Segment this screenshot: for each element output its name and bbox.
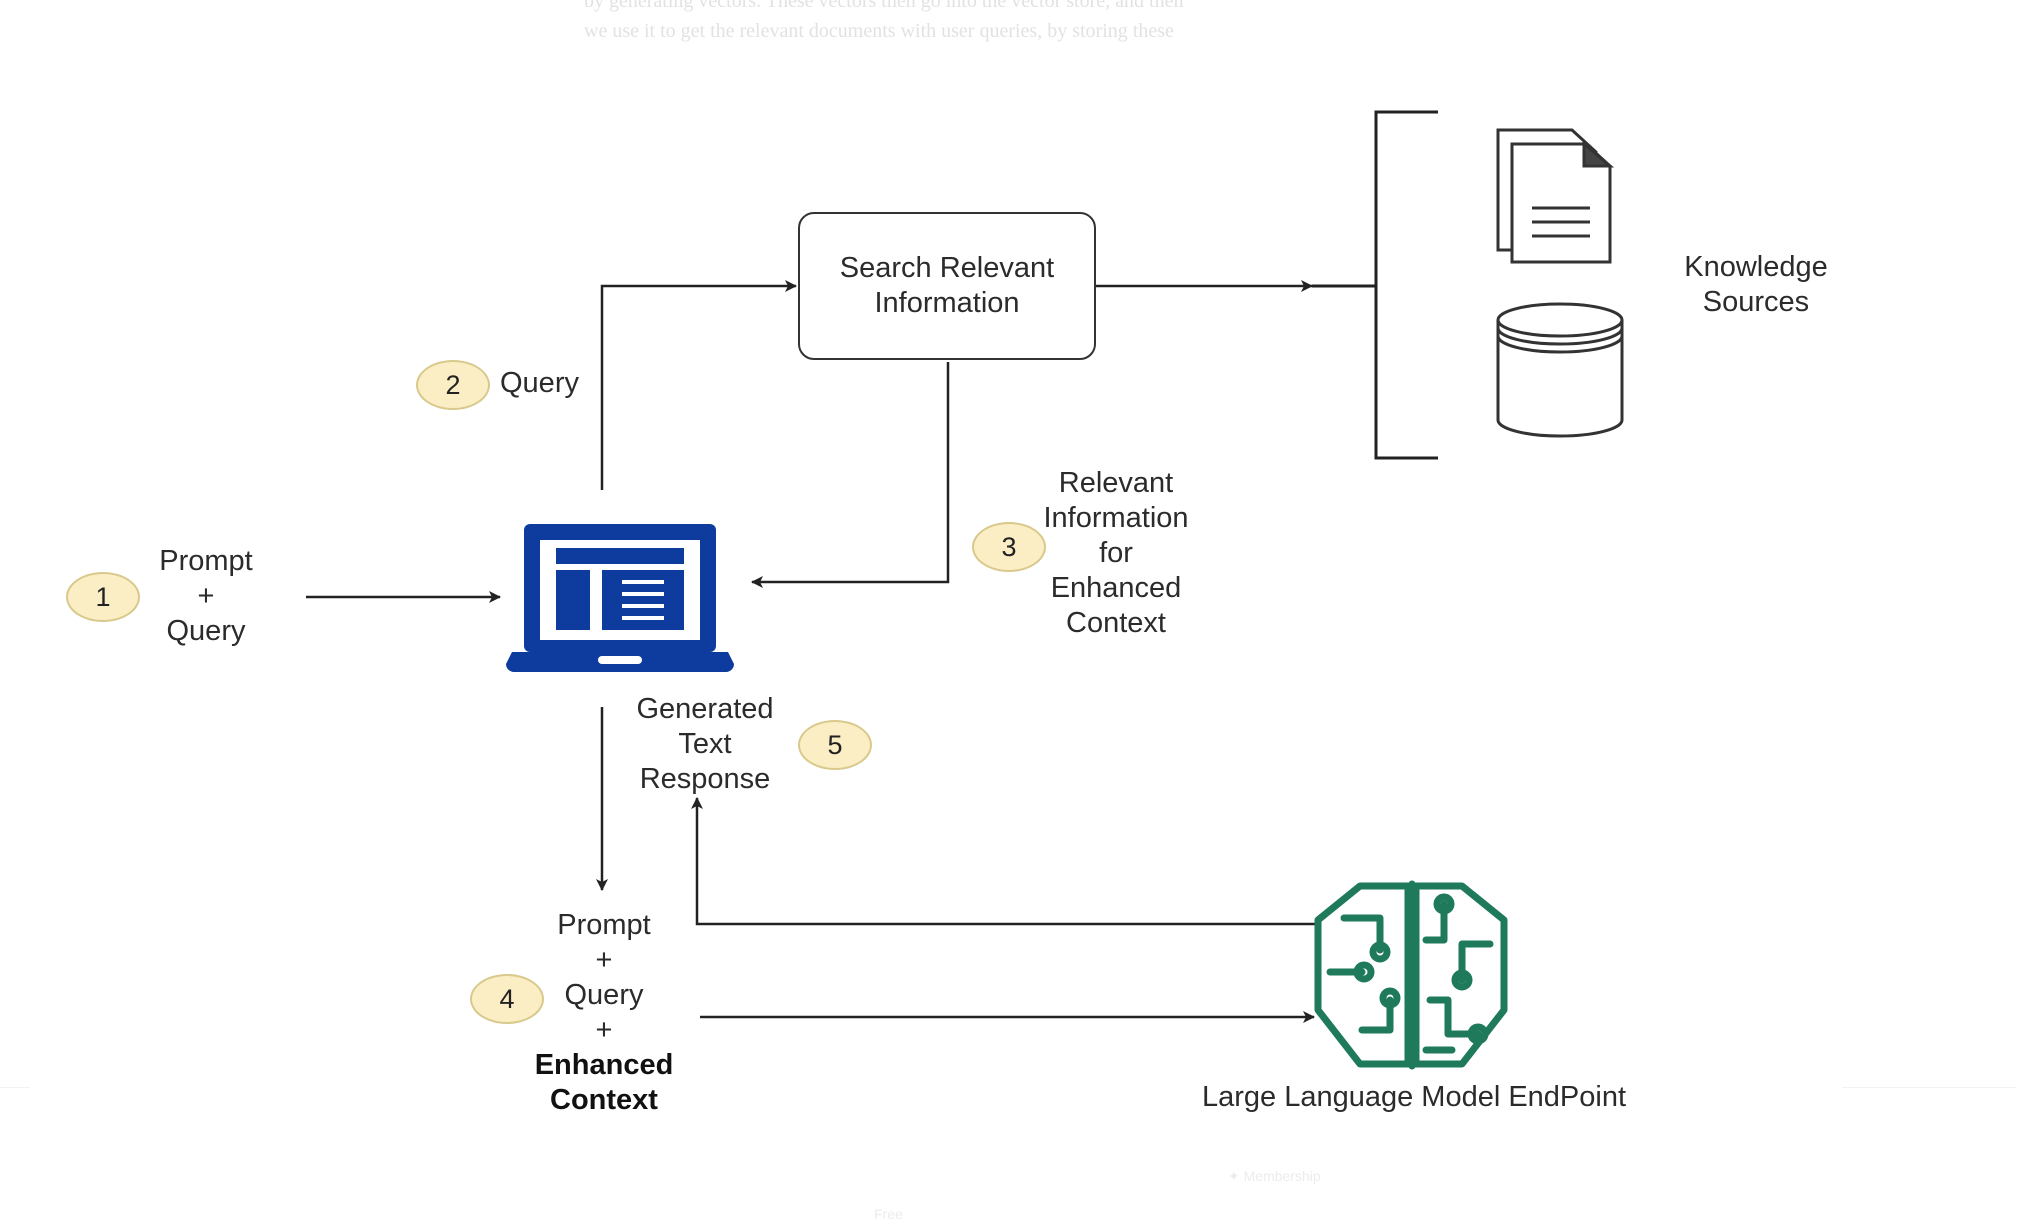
- step-3-line-4: Enhanced: [1050, 572, 1182, 604]
- step-4-line-prompt: Prompt: [557, 909, 651, 941]
- search-box-line-1: Search Relevant: [839, 252, 1055, 284]
- step-5-line-3: Response: [639, 763, 771, 795]
- left-divider: [0, 1087, 30, 1088]
- arrow-query-to-search: [600, 280, 797, 490]
- background-paragraph-line-1: by generating vectors. These vectors the…: [584, 0, 1184, 12]
- step-2-badge: 2: [416, 360, 490, 410]
- laptop-browser-icon: [506, 524, 734, 672]
- step-1-line-query: Query: [166, 615, 246, 647]
- step-4-line-plus-2: +: [595, 1014, 613, 1046]
- step-4-line-enhanced: Enhanced: [534, 1049, 674, 1081]
- step-1-badge: 1: [66, 572, 140, 622]
- arrow-llm-to-response: [691, 797, 1320, 926]
- step-4-line-context: Context: [550, 1084, 658, 1116]
- knowledge-sources-label: Knowledge Sources: [1664, 250, 1848, 320]
- step-4-line-plus-1: +: [595, 944, 613, 976]
- step-5-line-2: Text: [678, 728, 732, 760]
- brain-circuit-icon: [1314, 880, 1508, 1070]
- step-5-label: Generated Text Response: [628, 692, 782, 797]
- search-box-line-2: Information: [874, 287, 1020, 319]
- search-relevant-information-box: Search Relevant Information: [798, 212, 1096, 360]
- step-5-line-1: Generated: [636, 693, 774, 725]
- step-4-label: Prompt + Query + Enhanced Context: [524, 908, 684, 1118]
- free-link[interactable]: Free: [874, 1206, 903, 1222]
- step-3-badge: 3: [972, 522, 1046, 572]
- knowledge-line-1: Knowledge: [1684, 251, 1828, 283]
- step-4-badge: 4: [470, 974, 544, 1024]
- step-3-line-3: for: [1099, 537, 1133, 569]
- background-paragraph-line-2: we use it to get the relevant documents …: [584, 20, 1174, 42]
- step-3-label: Relevant Information for Enhanced Contex…: [1028, 466, 1204, 641]
- step-2-label: Query: [500, 367, 579, 399]
- knowledge-bracket: [1312, 110, 1438, 460]
- step-3-line-5: Context: [1066, 607, 1166, 639]
- knowledge-line-2: Sources: [1702, 286, 1810, 318]
- step-1-label: Prompt + Query: [150, 544, 262, 649]
- step-3-line-2: Information: [1043, 502, 1189, 534]
- sparkle-icon: ✦: [1228, 1168, 1244, 1184]
- database-icon: [1496, 302, 1624, 438]
- step-5-badge: 5: [798, 720, 872, 770]
- arrow-context-to-client: [751, 362, 950, 588]
- step-1-line-plus: +: [197, 580, 215, 612]
- step-1-line-prompt: Prompt: [159, 545, 253, 577]
- step-3-line-1: Relevant: [1058, 467, 1174, 499]
- step-4-line-query: Query: [564, 979, 644, 1011]
- llm-endpoint-label: Large Language Model EndPoint: [1201, 1081, 1627, 1113]
- right-divider: [1842, 1087, 2017, 1088]
- membership-label: Membership: [1243, 1168, 1321, 1184]
- membership-link[interactable]: ✦ Membership: [1228, 1168, 1321, 1185]
- documents-icon: [1496, 128, 1615, 264]
